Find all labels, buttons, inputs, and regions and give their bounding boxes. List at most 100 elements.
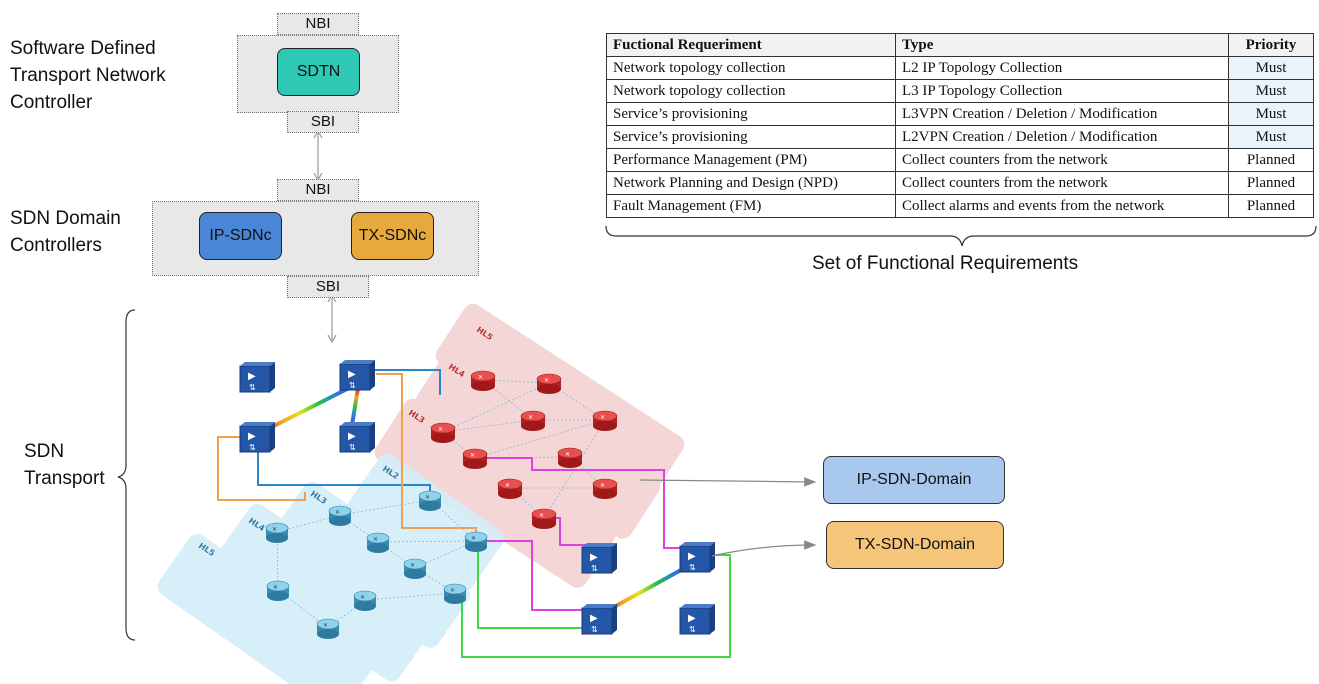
- sdn-transport-label: SDN Transport: [24, 438, 105, 492]
- switch-icon: ▶⇅: [581, 543, 617, 574]
- switch-icon: ▶⇅: [339, 422, 375, 453]
- requirements-table: Fuctional Requeriment Type Priority Netw…: [606, 33, 1314, 218]
- cell-priority: Planned: [1228, 194, 1314, 218]
- sbi-nbi-connector-top: [313, 129, 323, 182]
- cell-requirement: Network topology collection: [606, 79, 896, 103]
- router-icon: ✕: [557, 447, 583, 468]
- router-icon: ✕: [266, 580, 290, 601]
- cell-type: Collect counters from the network: [895, 171, 1229, 195]
- router-icon: ✕: [403, 558, 427, 579]
- svg-text:✕: ✕: [373, 537, 378, 543]
- switch-icon: ▶⇅: [339, 360, 375, 391]
- label-line: SDN Domain: [10, 208, 121, 229]
- red-router-nodes: ✕ ✕ ✕ ✕ ✕ ✕ ✕ ✕ ✕ ✕: [430, 370, 618, 529]
- cell-requirement: Fault Management (FM): [606, 194, 896, 218]
- switch-icon: ▶⇅: [679, 542, 715, 573]
- switch-icon: ▶⇅: [581, 604, 617, 635]
- svg-text:✕: ✕: [600, 415, 605, 421]
- router-icon: ✕: [592, 478, 618, 499]
- cell-priority: Must: [1228, 79, 1314, 103]
- svg-text:⇅: ⇅: [591, 564, 598, 573]
- cell-requirement: Service’s provisioning: [606, 125, 896, 149]
- switch-icon: ▶⇅: [239, 422, 275, 453]
- cell-requirement: Performance Management (PM): [606, 148, 896, 172]
- table-row: Network Planning and Design (NPD) Collec…: [606, 171, 1314, 195]
- tx-sdnc-button[interactable]: TX-SDNc: [351, 212, 434, 260]
- cell-requirement: Service’s provisioning: [606, 102, 896, 126]
- svg-text:▶: ▶: [348, 369, 356, 380]
- header-requirement: Fuctional Requeriment: [606, 33, 896, 57]
- svg-text:⇅: ⇅: [591, 625, 598, 634]
- svg-text:✕: ✕: [360, 595, 365, 601]
- svg-text:⇅: ⇅: [249, 383, 256, 392]
- label-line: Controller: [10, 92, 93, 113]
- svg-text:✕: ✕: [471, 536, 476, 542]
- transport-brace: [117, 309, 136, 641]
- router-icon: ✕: [470, 370, 496, 391]
- svg-text:✕: ✕: [544, 378, 549, 384]
- label-line: Controllers: [10, 235, 102, 256]
- cell-type: Collect counters from the network: [895, 148, 1229, 172]
- svg-text:▶: ▶: [248, 371, 256, 382]
- svg-text:✕: ✕: [450, 588, 455, 594]
- cell-priority: Must: [1228, 102, 1314, 126]
- svg-text:✕: ✕: [273, 585, 278, 591]
- svg-text:⇅: ⇅: [249, 443, 256, 452]
- cell-type: L2VPN Creation / Deletion / Modification: [895, 125, 1229, 149]
- header-type: Type: [895, 33, 1229, 57]
- router-icon: ✕: [316, 618, 340, 639]
- svg-text:✕: ✕: [528, 415, 533, 421]
- nbi-top-tag: NBI: [277, 13, 359, 35]
- svg-text:✕: ✕: [335, 510, 340, 516]
- svg-text:✕: ✕: [323, 623, 328, 629]
- svg-text:✕: ✕: [272, 527, 277, 533]
- cell-priority: Planned: [1228, 148, 1314, 172]
- table-row: Service’s provisioning L2VPN Creation / …: [606, 125, 1314, 149]
- tx-sdn-domain-box[interactable]: TX-SDN-Domain: [826, 521, 1004, 569]
- sdtn-controller-label: Software Defined Transport Network Contr…: [10, 35, 166, 116]
- cell-type: Collect alarms and events from the netwo…: [895, 194, 1229, 218]
- table-header-row: Fuctional Requeriment Type Priority: [606, 33, 1314, 57]
- label-line: Transport: [24, 468, 105, 489]
- table-brace: [605, 225, 1317, 247]
- nbi-mid-tag: NBI: [277, 179, 359, 201]
- svg-text:✕: ✕: [470, 453, 475, 459]
- router-icon: ✕: [443, 583, 467, 604]
- svg-text:▶: ▶: [590, 613, 598, 624]
- domain-arrows: [639, 477, 817, 557]
- router-icon: ✕: [418, 490, 442, 511]
- svg-text:▶: ▶: [248, 431, 256, 442]
- label-line: SDN: [24, 441, 65, 462]
- sdtn-button[interactable]: SDTN: [277, 48, 360, 96]
- sdn-domain-controllers-label: SDN Domain Controllers: [10, 205, 121, 259]
- header-priority: Priority: [1228, 33, 1314, 57]
- cell-priority: Must: [1228, 56, 1314, 80]
- table-row: Service’s provisioning L3VPN Creation / …: [606, 102, 1314, 126]
- svg-text:⇅: ⇅: [349, 443, 356, 452]
- svg-text:▶: ▶: [348, 431, 356, 442]
- svg-text:✕: ✕: [539, 513, 544, 519]
- router-icon: ✕: [497, 478, 523, 499]
- table-row: Network topology collection L3 IP Topolo…: [606, 79, 1314, 103]
- sbi-top-tag: SBI: [287, 111, 359, 133]
- ip-sdn-domain-box[interactable]: IP-SDN-Domain: [823, 456, 1005, 504]
- switch-icon: ▶⇅: [679, 604, 715, 635]
- router-icon: ✕: [366, 532, 390, 553]
- cell-type: L2 IP Topology Collection: [895, 56, 1229, 80]
- svg-text:✕: ✕: [505, 483, 510, 489]
- router-icon: ✕: [520, 410, 546, 431]
- label-line: Transport Network: [10, 65, 166, 86]
- svg-text:⇅: ⇅: [349, 381, 356, 390]
- svg-text:✕: ✕: [438, 427, 443, 433]
- svg-text:✕: ✕: [600, 483, 605, 489]
- ip-sdnc-button[interactable]: IP-SDNc: [199, 212, 282, 260]
- table-row: Fault Management (FM) Collect alarms and…: [606, 194, 1314, 218]
- cell-type: L3VPN Creation / Deletion / Modification: [895, 102, 1229, 126]
- cell-priority: Must: [1228, 125, 1314, 149]
- svg-text:✕: ✕: [410, 563, 415, 569]
- svg-text:▶: ▶: [688, 551, 696, 562]
- blue-router-nodes: ✕ ✕ ✕ ✕ ✕ ✕ ✕ ✕ ✕ ✕: [265, 490, 488, 639]
- svg-text:✕: ✕: [565, 452, 570, 458]
- router-icon: ✕: [265, 522, 289, 543]
- cell-type: L3 IP Topology Collection: [895, 79, 1229, 103]
